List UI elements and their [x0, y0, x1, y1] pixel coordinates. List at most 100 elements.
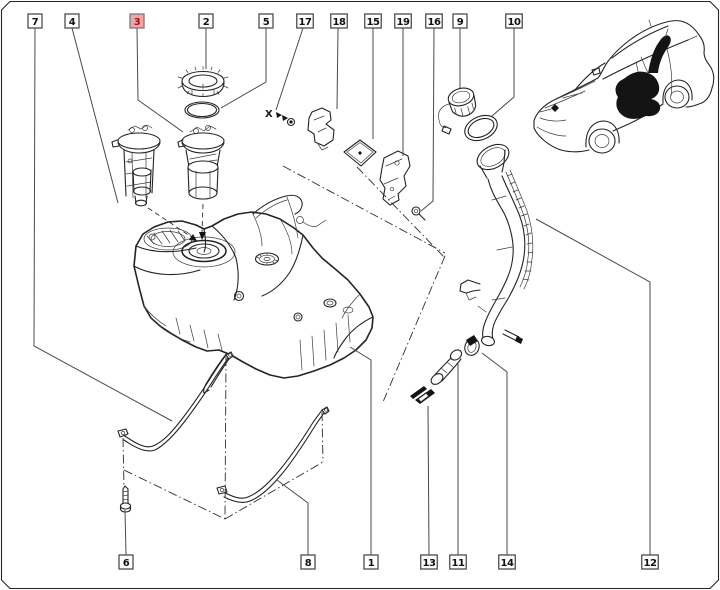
callout-number-11: 11: [452, 558, 465, 569]
callout-number-16: 16: [428, 17, 441, 28]
hose-clamp: [464, 335, 480, 356]
tank-strap-left: [117, 351, 234, 452]
callout-number-15: 15: [367, 17, 380, 28]
pump-opening: [172, 236, 236, 268]
callout-number-7: 7: [32, 17, 39, 28]
alignment-lines: [122, 356, 324, 520]
cap-tether: [438, 103, 450, 128]
callout-number-10: 10: [508, 17, 521, 28]
filler-hose: [430, 349, 463, 385]
callout-3[interactable]: 3: [129, 13, 184, 133]
connector-pipe: [410, 386, 435, 404]
screw-direction-marker: X: [265, 109, 296, 127]
callout-number-2: 2: [203, 17, 210, 28]
tank-strap-right: [216, 406, 330, 503]
callout-box-5[interactable]: [258, 13, 274, 29]
locking-ring: [177, 66, 229, 98]
callout-box-2[interactable]: [198, 13, 214, 29]
callout-18[interactable]: 18: [330, 13, 348, 110]
callout-number-17: 17: [299, 17, 312, 28]
callout-7[interactable]: 7: [27, 13, 173, 422]
callout-8[interactable]: 8: [276, 479, 316, 570]
callout-number-19: 19: [397, 17, 410, 28]
callout-11[interactable]: 11: [449, 363, 467, 570]
callout-number-5: 5: [263, 17, 270, 28]
leader-line-14: [481, 352, 508, 555]
assembly-arrows: [147, 203, 206, 241]
callout-number-13: 13: [423, 558, 436, 569]
front-wheel: [588, 128, 616, 154]
leader-line-17: [275, 27, 304, 111]
leader-line-3: [136, 27, 184, 133]
callout-12[interactable]: 12: [535, 218, 659, 570]
leader-line-8: [276, 479, 309, 555]
filler-neck-seal: [464, 114, 498, 142]
leader-line-13: [427, 405, 430, 556]
callout-box-6[interactable]: [118, 554, 134, 570]
callout-number-18: 18: [333, 17, 346, 28]
pump-module-left: [111, 124, 161, 207]
callout-box-9[interactable]: [452, 13, 468, 29]
callout-10[interactable]: 10: [491, 13, 523, 117]
leader-line-4: [71, 27, 119, 204]
callout-19[interactable]: 19: [394, 13, 412, 156]
mirror: [591, 67, 601, 76]
fuel-tank: [133, 194, 374, 394]
callout-15[interactable]: 15: [364, 13, 382, 139]
callout-4[interactable]: 4: [64, 13, 119, 204]
bracket-construction-lines: [282, 165, 446, 403]
leader-line-6: [124, 509, 127, 556]
callout-box-11[interactable]: [449, 554, 467, 570]
callout-number-9: 9: [457, 17, 464, 28]
callout-5[interactable]: 5: [220, 13, 274, 109]
callout-13[interactable]: 13: [420, 405, 438, 570]
callout-box-13[interactable]: [420, 554, 438, 570]
callout-box-17[interactable]: [296, 13, 314, 29]
callout-box-4[interactable]: [64, 13, 80, 29]
bracket-screw: [411, 206, 426, 221]
callout-1[interactable]: 1: [349, 346, 379, 570]
leader-line-18: [336, 27, 339, 110]
callout-2[interactable]: 2: [198, 13, 214, 69]
callout-box-18[interactable]: [330, 13, 348, 29]
callout-box-3[interactable]: [129, 13, 145, 29]
callout-box-10[interactable]: [505, 13, 523, 29]
callout-box-16[interactable]: [425, 13, 443, 29]
leader-line-5: [220, 28, 267, 109]
filler-pipe: [459, 143, 534, 347]
rear-wheel: [664, 85, 690, 109]
callout-6[interactable]: 6: [118, 509, 134, 570]
callout-17[interactable]: 17: [275, 13, 314, 111]
callout-box-19[interactable]: [394, 13, 412, 29]
pump-module-right: [177, 125, 225, 200]
callout-number-1: 1: [368, 558, 375, 569]
renault-logo: [551, 104, 559, 112]
callout-box-1[interactable]: [363, 554, 379, 570]
callout-box-8[interactable]: [300, 554, 316, 570]
callout-number-4: 4: [69, 17, 76, 28]
fuel-tank-location-highlight: [615, 71, 661, 119]
o-ring-seal: [184, 101, 220, 119]
callout-box-12[interactable]: [641, 554, 659, 570]
callout-9[interactable]: 9: [452, 13, 468, 88]
callout-box-14[interactable]: [498, 554, 516, 570]
leader-line-1: [349, 346, 372, 555]
bracket-clip: [307, 107, 335, 151]
callout-number-12: 12: [644, 558, 657, 569]
callout-number-3: 3: [134, 17, 141, 28]
strap-bolt: [119, 485, 132, 513]
callout-number-6: 6: [123, 558, 130, 569]
leader-line-12: [535, 218, 651, 555]
leader-line-16: [420, 27, 435, 212]
filler-pipe-location-highlight: [648, 35, 671, 73]
callout-box-15[interactable]: [364, 13, 382, 29]
leader-line-7: [33, 27, 173, 422]
callout-16[interactable]: 16: [420, 13, 443, 212]
leader-line-10: [491, 28, 515, 117]
x-label: X: [265, 109, 273, 120]
callout-box-7[interactable]: [27, 13, 43, 29]
fuel-cap: [438, 87, 477, 135]
callout-14[interactable]: 14: [481, 352, 516, 570]
